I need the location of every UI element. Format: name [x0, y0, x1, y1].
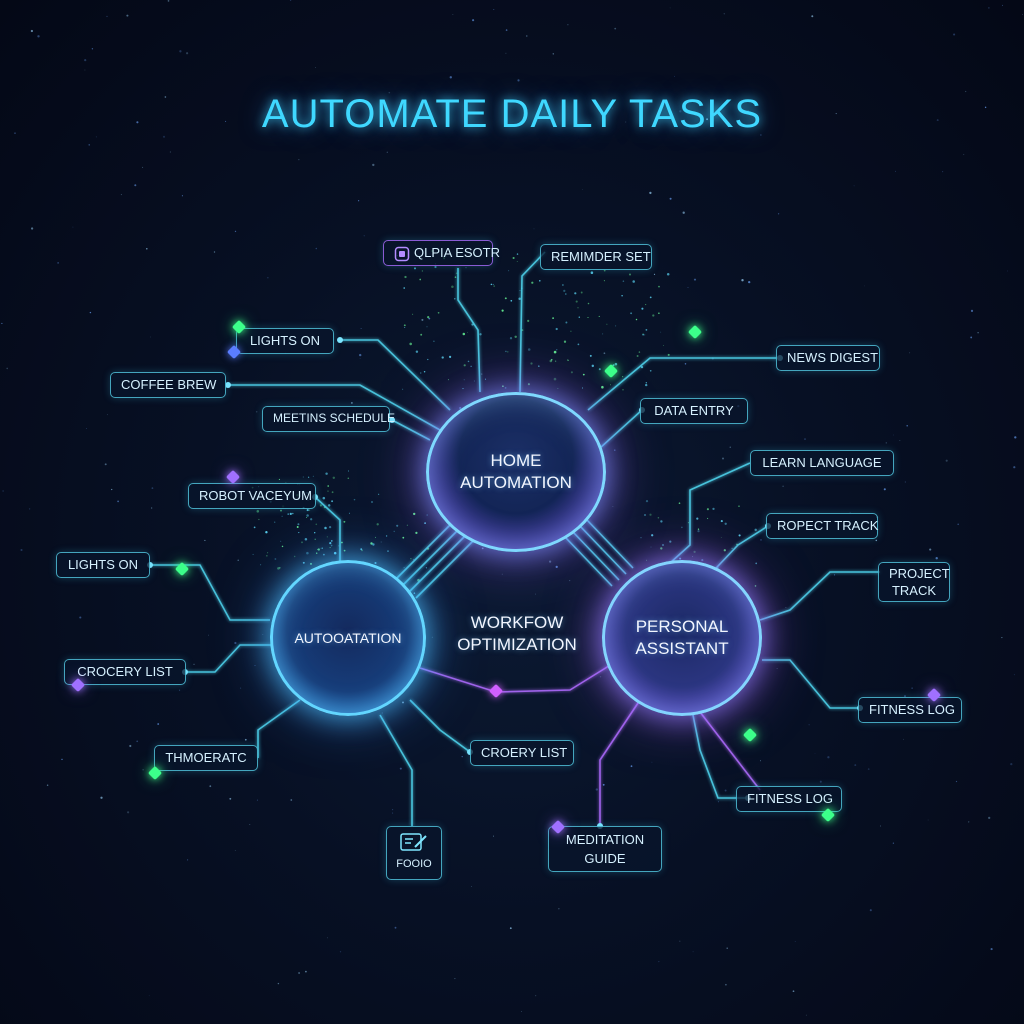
tag-project-track[interactable]: PROJECT TRACK: [878, 562, 950, 602]
hub-home-automation[interactable]: HOME AUTOMATION: [426, 392, 606, 552]
tag-project-track-line-1: PROJECT: [889, 566, 950, 581]
link-meditation: [599, 699, 641, 826]
hub-personal-line-2: ASSISTANT: [635, 639, 729, 658]
tag-data-entry[interactable]: DATA ENTRY: [640, 398, 748, 424]
tag-learn-language[interactable]: LEARN LANGUAGE: [750, 450, 894, 476]
link-fitness-bottom: [689, 699, 748, 799]
link-focio: [379, 714, 413, 826]
link-fitness-right: [762, 659, 860, 709]
tag-meditation-guide[interactable]: MEDITATION GUIDE: [548, 826, 662, 872]
center-line-1: WORKFOW: [470, 613, 564, 632]
link-meetins-schedule: [391, 419, 431, 441]
hub-personal-assistant[interactable]: PERSONAL ASSISTANT: [602, 560, 762, 716]
tag-meetins-schedule[interactable]: MEETINS SCHEDULE: [262, 406, 395, 432]
tag-coffee-brew[interactable]: COFFEE BREW: [110, 372, 226, 398]
link-data-entry: [599, 409, 643, 449]
link-lights-on-left: [150, 564, 270, 621]
hub-personal-line-1: PERSONAL: [635, 617, 729, 636]
tag-alpha-esotr[interactable]: QLPIA ESOTR: [383, 240, 500, 266]
document-edit-icon: [400, 833, 427, 851]
link-alpha-esotr: [457, 268, 481, 393]
tag-focio[interactable]: FOOIO: [386, 826, 442, 880]
center-line-2: OPTIMIZATION: [457, 635, 577, 654]
tag-reminder-set[interactable]: REMIMDER SET: [540, 244, 652, 270]
tag-ropect-track[interactable]: ROPECT TRACK: [766, 513, 878, 539]
link-grocery-left: [185, 644, 272, 673]
tag-meditation-line-1: MEDITATION: [565, 832, 645, 847]
link-thmoeratc: [257, 699, 301, 758]
tag-fitness-log-bottom[interactable]: FITNESS LOG: [736, 786, 842, 812]
app-square-icon: [394, 246, 410, 261]
link-grocery-bottom: [409, 699, 471, 753]
tag-fitness-log-right[interactable]: FITNESS LOG: [858, 697, 962, 723]
tag-robot-vacuum[interactable]: ROBOT VACEYUM: [188, 483, 316, 509]
tag-thmoeratc[interactable]: THMOERATC: [154, 745, 258, 771]
hub-automation[interactable]: AUTOOATATION: [270, 560, 426, 716]
tag-alpha-esotr-label: QLPIA ESOTR: [414, 245, 500, 260]
tag-news-digest[interactable]: NEWS DIGEST: [776, 345, 880, 371]
center-workflow-label: WORKFOW OPTIMIZATION: [432, 612, 602, 656]
hub-home-line-1: HOME: [490, 451, 542, 470]
tag-grocery-list-bottom[interactable]: CROERY LIST: [470, 740, 574, 766]
hub-automation-label: AUTOOATATION: [294, 630, 402, 646]
tag-lights-on-top[interactable]: LIGHTS ON: [236, 328, 334, 354]
tag-meditation-line-2: GUIDE: [584, 851, 626, 866]
link-reminder-set: [519, 251, 546, 393]
tag-grocery-list-left[interactable]: CROCERY LIST: [64, 659, 186, 685]
link-coffee-brew: [228, 384, 441, 431]
link-auto-to-personal: [419, 663, 613, 693]
link-project-track: [759, 571, 880, 621]
link-robot-vacuum: [314, 496, 341, 565]
link-lights-on-top: [340, 339, 451, 411]
tag-lights-on-left[interactable]: LIGHTS ON: [56, 552, 150, 578]
link-news-digest: [587, 357, 780, 411]
link-personal-purple: [699, 711, 761, 791]
tag-focio-label: FOOIO: [396, 858, 432, 870]
diagram-title: AUTOMATE DAILY TASKS: [261, 92, 763, 136]
tag-project-track-line-2: TRACK: [891, 583, 937, 598]
hub-home-line-2: AUTOMATION: [460, 473, 572, 492]
